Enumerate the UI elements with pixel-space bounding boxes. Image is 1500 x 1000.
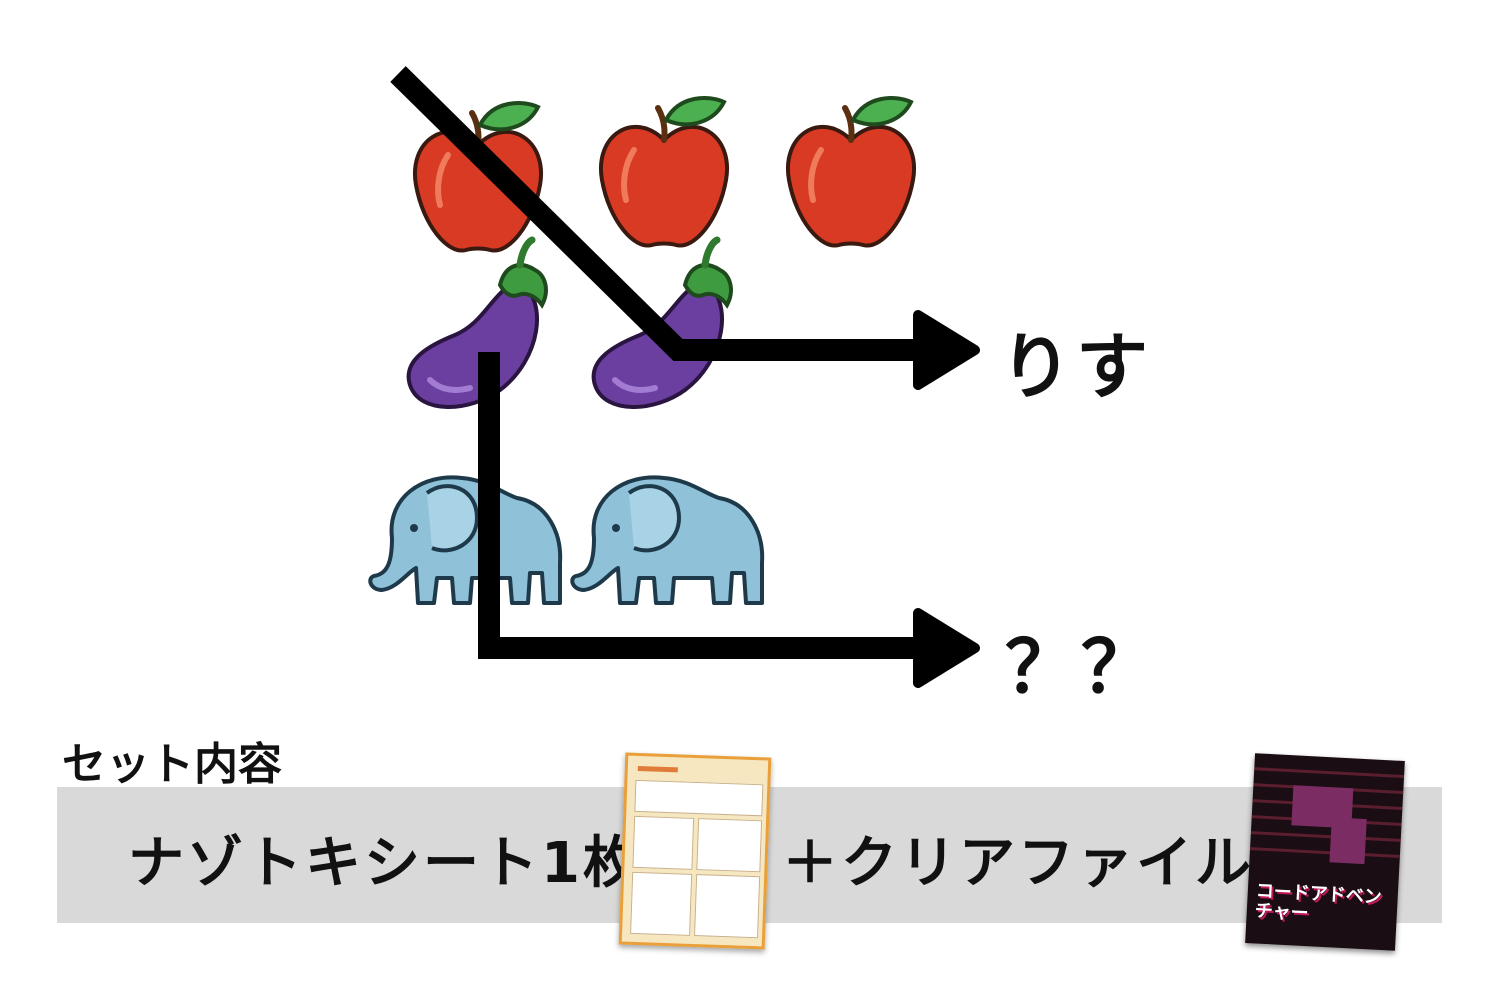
clear-file-thumbnail: コードアドベンチャー bbox=[1245, 753, 1405, 951]
answer-top-label: りす bbox=[1000, 325, 1153, 409]
apple-icon bbox=[788, 98, 914, 246]
elephant-icon bbox=[570, 475, 765, 605]
set-contents-title: セット内容 bbox=[62, 739, 282, 790]
apple-icon bbox=[415, 103, 541, 251]
arrow-icon bbox=[913, 608, 980, 688]
answer-bottom-label: ？？ bbox=[1005, 625, 1158, 709]
elephant-icon bbox=[368, 475, 563, 605]
apple-icon bbox=[601, 98, 727, 246]
puzzle-sheet-thumbnail bbox=[618, 752, 772, 950]
set-item-clear-file: ＋クリアファイル bbox=[782, 831, 1254, 896]
clear-file-logo: コードアドベンチャー bbox=[1254, 880, 1383, 925]
arrow-icon bbox=[913, 310, 980, 390]
eggplant-icon bbox=[409, 240, 546, 407]
path-line-top bbox=[390, 66, 938, 361]
path-line-bottom bbox=[478, 352, 938, 659]
set-item-sheet: ナゾトキシート1枚 bbox=[128, 831, 642, 896]
